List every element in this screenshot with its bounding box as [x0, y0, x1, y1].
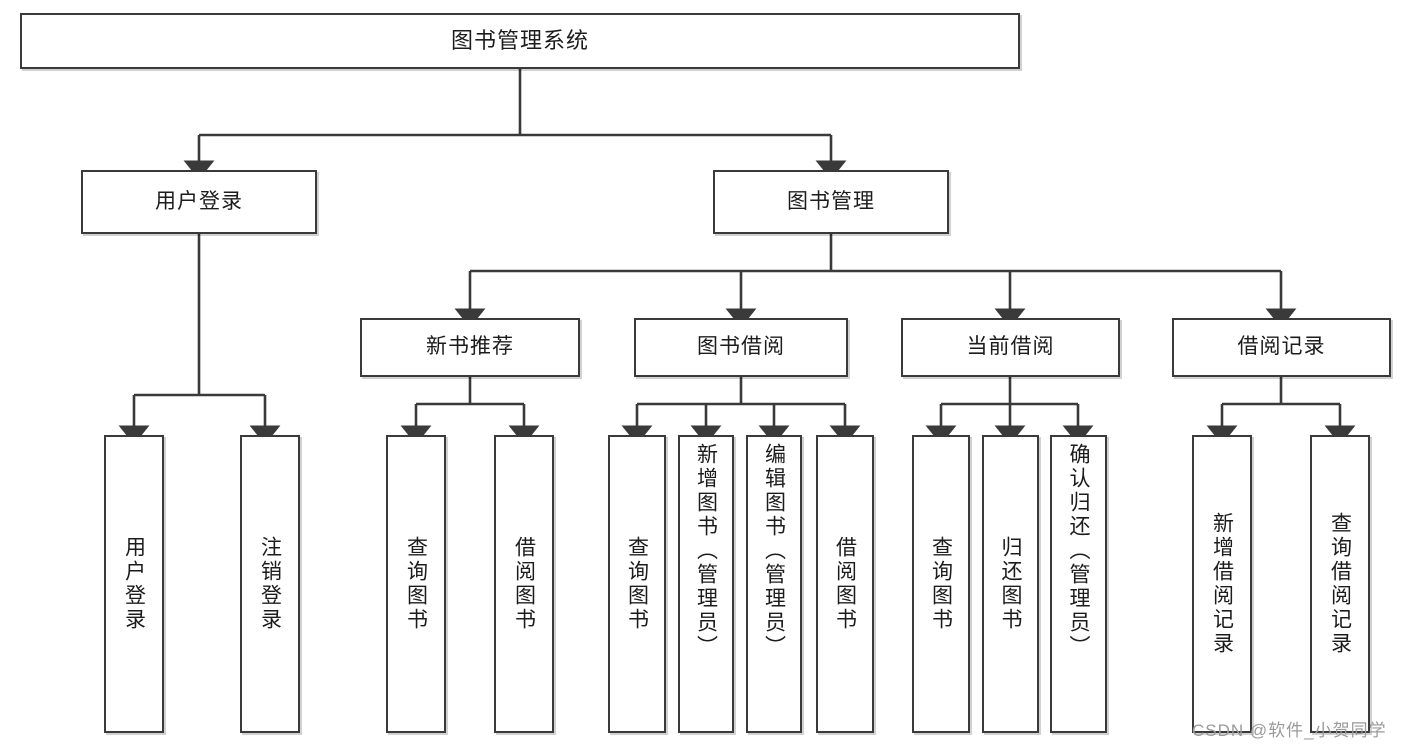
node-label: 新增借阅记录 [1210, 512, 1234, 656]
node-user-login[interactable]: 用户登录 [81, 170, 317, 234]
node-label: 查询图书 [404, 536, 428, 632]
node-current-borrow[interactable]: 当前借阅 [901, 318, 1120, 377]
node-label: 注销登录 [258, 536, 282, 632]
leaf-current-return-book[interactable]: 归还图书 [982, 435, 1039, 733]
node-label: 借阅图书 [833, 536, 857, 632]
node-label: 查询图书 [929, 536, 953, 632]
leaf-new-book-query[interactable]: 查询图书 [386, 435, 446, 733]
node-label: 归还图书 [999, 536, 1022, 632]
node-label: 图书管理 [787, 189, 875, 213]
leaf-record-add[interactable]: 新增借阅记录 [1192, 435, 1252, 733]
node-new-book-recommend[interactable]: 新书推荐 [360, 318, 580, 377]
node-label: 当前借阅 [966, 335, 1055, 359]
leaf-current-confirm-return-admin[interactable]: 确认归还（管理员） [1050, 435, 1107, 733]
leaf-borrow-edit-book-admin[interactable]: 编辑图书（管理员） [746, 435, 802, 733]
node-label: 新书推荐 [426, 335, 514, 359]
leaf-current-query-book[interactable]: 查询图书 [912, 435, 970, 733]
node-label: 编辑图书（管理员） [762, 443, 786, 659]
node-book-management[interactable]: 图书管理 [713, 170, 949, 234]
csdn-watermark: CSDN @软件_小贺同学 [1192, 721, 1387, 740]
node-label: 确认归还（管理员） [1067, 443, 1090, 659]
node-label: 查询借阅记录 [1328, 512, 1352, 656]
leaf-borrow-add-book-admin[interactable]: 新增图书（管理员） [678, 435, 734, 733]
node-label: 借阅图书 [512, 536, 536, 632]
leaf-borrow-query-book[interactable]: 查询图书 [608, 435, 666, 733]
node-root-system[interactable]: 图书管理系统 [20, 13, 1020, 69]
leaf-record-query[interactable]: 查询借阅记录 [1310, 435, 1370, 733]
node-label: 用户登录 [155, 189, 243, 213]
node-label: 图书管理系统 [450, 28, 589, 54]
node-label: 新增图书（管理员） [694, 443, 718, 659]
leaf-user-login-signout[interactable]: 注销登录 [240, 435, 300, 733]
leaf-user-login-signin[interactable]: 用户登录 [104, 435, 164, 733]
node-label: 图书借阅 [697, 335, 785, 359]
leaf-new-book-borrow[interactable]: 借阅图书 [494, 435, 554, 733]
node-label: 借阅记录 [1237, 335, 1326, 359]
node-book-borrow[interactable]: 图书借阅 [634, 318, 848, 377]
leaf-borrow-borrow-book[interactable]: 借阅图书 [816, 435, 874, 733]
node-label: 用户登录 [122, 536, 146, 632]
node-borrow-record[interactable]: 借阅记录 [1172, 318, 1391, 377]
node-label: 查询图书 [625, 536, 649, 632]
